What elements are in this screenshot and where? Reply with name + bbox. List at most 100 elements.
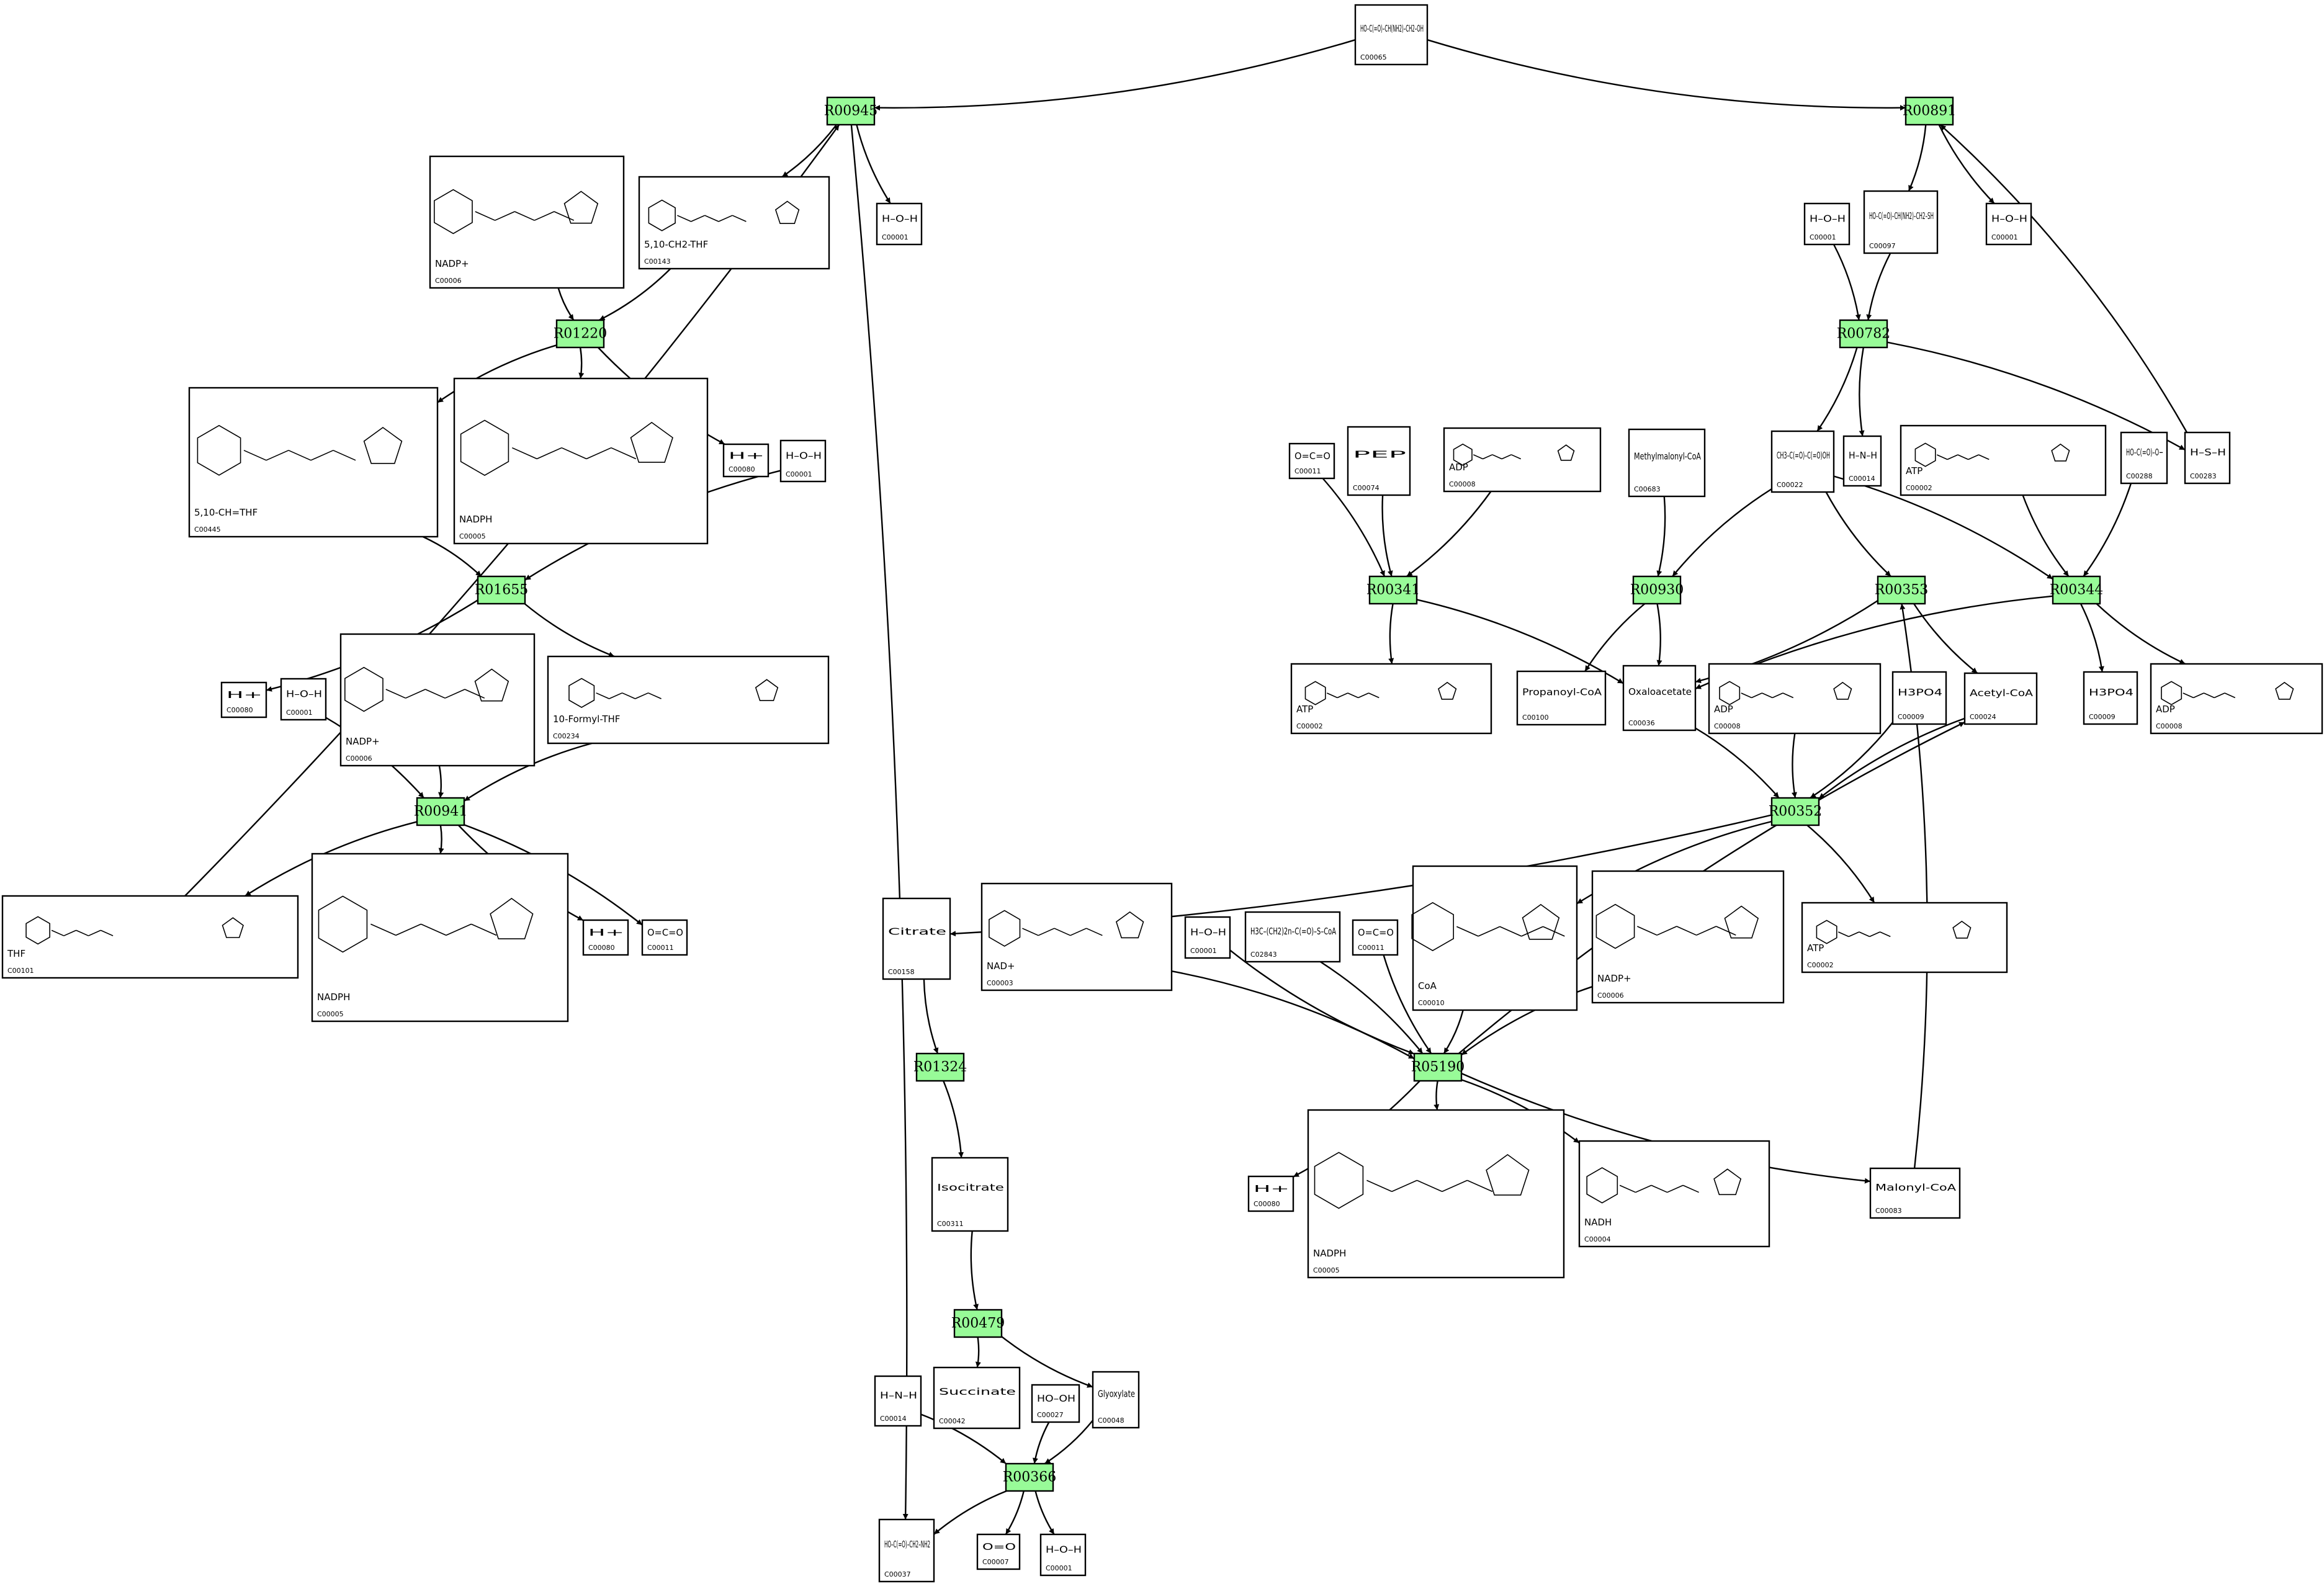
reaction-node-r00945[interactable]: R00945 bbox=[824, 96, 878, 126]
compound-id: C00311 bbox=[937, 1220, 964, 1228]
compound-frame bbox=[1578, 1140, 1770, 1248]
reaction-edge bbox=[850, 124, 909, 1520]
compound-formula: HO–C(=O)–O− bbox=[2126, 447, 2163, 458]
reaction-node-r00341[interactable]: R00341 bbox=[1366, 575, 1420, 605]
reaction-node-r00941[interactable]: R00941 bbox=[414, 797, 468, 826]
reaction-node-r00891[interactable]: R00891 bbox=[1903, 96, 1957, 126]
reaction-edge bbox=[1044, 1420, 1093, 1465]
reaction-node-r05190[interactable]: R05190 bbox=[1411, 1052, 1465, 1082]
compound-formula: H–O–H bbox=[1190, 927, 1226, 938]
compound-frame bbox=[641, 919, 688, 956]
compound-box-c00006[interactable]: NADP+C00006 bbox=[1591, 870, 1785, 1004]
reaction-edge bbox=[578, 347, 585, 379]
compound-formula: Glyoxylate bbox=[1098, 1389, 1135, 1400]
compound-id: C00002 bbox=[1807, 961, 1834, 969]
compound-box-c00006[interactable]: NADP+C00006 bbox=[429, 155, 625, 289]
reaction-box bbox=[416, 797, 465, 826]
reaction-edge bbox=[1005, 1490, 1025, 1535]
reaction-node-r00366[interactable]: R00366 bbox=[1003, 1462, 1057, 1492]
reaction-node-r00782[interactable]: R00782 bbox=[1837, 319, 1891, 349]
compound-box-c00080[interactable]: H+C00080 bbox=[220, 681, 267, 718]
reaction-node-r01324[interactable]: R01324 bbox=[913, 1052, 967, 1082]
compound-box-c00080[interactable]: H+C00080 bbox=[1247, 1175, 1294, 1212]
reaction-edge bbox=[1791, 733, 1797, 799]
compound-frame bbox=[280, 678, 327, 721]
reaction-box bbox=[1005, 1462, 1054, 1492]
reaction-edge bbox=[1833, 244, 1861, 321]
compound-box-c00006[interactable]: NADP+C00006 bbox=[339, 633, 536, 767]
reaction-node-r00353[interactable]: R00353 bbox=[1875, 575, 1929, 605]
molecule-structure-sketch bbox=[318, 895, 534, 953]
reaction-node-r01220[interactable]: R01220 bbox=[554, 319, 608, 349]
reaction-edge bbox=[975, 1336, 981, 1368]
reaction-node-r01655[interactable]: R01655 bbox=[475, 575, 529, 605]
reaction-node-r00479[interactable]: R00479 bbox=[951, 1309, 1005, 1338]
compound-id: C00158 bbox=[888, 968, 915, 976]
reaction-node-r00930[interactable]: R00930 bbox=[1630, 575, 1684, 605]
compound-box-c00080[interactable]: H+C00080 bbox=[582, 919, 629, 956]
compound-box-c00080[interactable]: H+C00080 bbox=[722, 443, 769, 478]
compound-box-c00288[interactable]: HO–C(=O)–O−C00288 bbox=[2120, 431, 2168, 485]
reaction-edge bbox=[1672, 488, 1772, 577]
compound-formula: NADP+ bbox=[346, 736, 380, 747]
reaction-node-r00352[interactable]: R00352 bbox=[1769, 797, 1823, 826]
reaction-edge bbox=[1859, 347, 1865, 437]
reaction-node-r00344[interactable]: R00344 bbox=[2050, 575, 2104, 605]
compound-frame bbox=[1622, 665, 1697, 732]
compound-id: C00007 bbox=[982, 1558, 1009, 1566]
molecule-structure-sketch bbox=[1453, 443, 1575, 466]
compound-frame bbox=[874, 1375, 922, 1427]
reaction-edge bbox=[923, 978, 939, 1054]
compound-id: C00001 bbox=[1046, 1564, 1072, 1572]
compound-formula: H+ bbox=[227, 689, 262, 701]
compound-box-c00003[interactable]: NAD+C00003 bbox=[980, 882, 1173, 991]
